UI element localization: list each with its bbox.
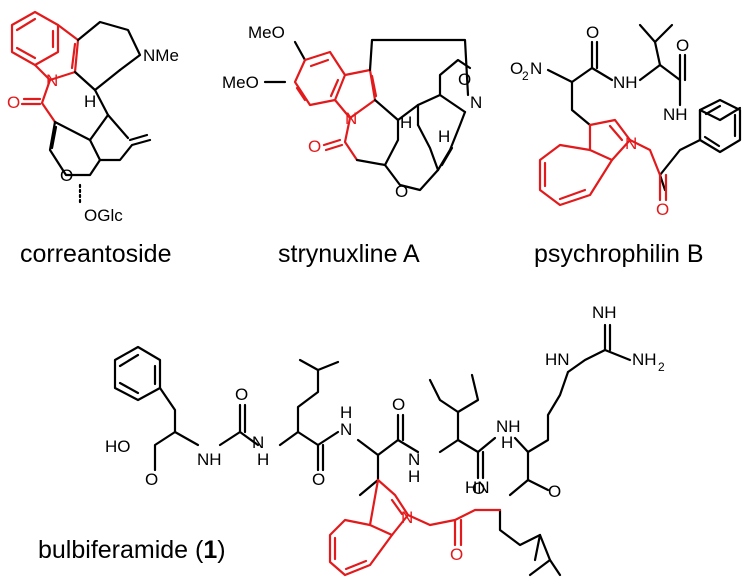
c1-atom-oglc: OGlc: [84, 206, 123, 225]
c4-atom-nind: N: [401, 508, 413, 527]
c3-atom-o2: O: [676, 36, 689, 55]
c3-atom-o2n-n: N: [530, 59, 542, 78]
c1-atom-n: N: [46, 71, 58, 90]
c4-atom-nh2r-sub: 2: [658, 360, 665, 374]
c2-atom-meo2: MeO: [222, 73, 259, 92]
c2-atom-o1: O: [308, 137, 321, 156]
c4-atom-ho: HO: [105, 437, 131, 456]
c4-atom-h2: H: [340, 403, 352, 422]
c4-atom-nh2r: NH: [632, 350, 657, 369]
compound-name-bulbiferamide: bulbiferamide (1): [38, 536, 226, 564]
c4-atom-n4: NH: [496, 417, 521, 436]
compound-name-correantoside: correantoside: [20, 240, 171, 268]
c4-atom-h1: H: [257, 450, 269, 469]
c2-atom-meo1: MeO: [248, 23, 285, 42]
c1-atom-nme: NMe: [143, 46, 179, 65]
c4-atom-n1: N: [252, 433, 264, 452]
c2-atom-n1: N: [345, 109, 357, 128]
c3-atom-n: N: [625, 134, 637, 153]
compound-name-psychrophilin-b: psychrophilin B: [534, 240, 704, 268]
c4-atom-o3: O: [312, 470, 325, 489]
c1-atom-h: H: [84, 92, 96, 111]
c4-atom-o4: O: [392, 395, 405, 414]
strynuxline-a-structure: MeO MeO N O O N O H H st: [222, 23, 482, 268]
c4-atom-o7: O: [450, 545, 463, 564]
c2-atom-h2: H: [438, 127, 450, 146]
c3-atom-nh1: NH: [613, 73, 638, 92]
c4-atom-o5: O: [472, 479, 485, 498]
c4-atom-hn2: HN: [465, 478, 490, 497]
c2-atom-o2: O: [458, 70, 471, 89]
c4-atom-h3: H: [408, 467, 420, 486]
c4-atom-nh1: NH: [197, 450, 222, 469]
c3-atom-o3: O: [656, 200, 669, 219]
c4-atom-o1: O: [145, 470, 158, 489]
c3-atom-nh2: NH: [663, 105, 688, 124]
c4-atom-hn1: HN: [545, 350, 570, 369]
bulbiferamide-structure: HO O NH O H N O H N O N H O NH H NH HN N…: [38, 303, 665, 577]
c3-atom-o2n-sub: 2: [522, 69, 529, 83]
c3-atom-o1: O: [586, 23, 599, 42]
c2-atom-n2: N: [470, 93, 482, 112]
c4-atom-o2: O: [235, 385, 248, 404]
c2-atom-h1: H: [400, 113, 412, 132]
psychrophilin-b-structure: O 2 N O NH O NH: [510, 23, 742, 268]
c3-atom-o2n: O: [510, 59, 523, 78]
compound-name-strynuxline-a: strynuxline A: [278, 240, 420, 268]
c1-atom-o1: O: [7, 93, 20, 112]
c1-atom-o2: O: [60, 166, 73, 185]
c2-atom-o3: O: [395, 182, 408, 201]
c4-atom-n2: N: [340, 420, 352, 439]
correantoside-structure: N O NMe H O OGlc correantoside: [7, 10, 179, 268]
c4-atom-h4: H: [501, 433, 513, 452]
c4-atom-nh3: NH: [592, 303, 617, 322]
c4-atom-o6: O: [548, 482, 561, 501]
c4-atom-n3: N: [408, 450, 420, 469]
